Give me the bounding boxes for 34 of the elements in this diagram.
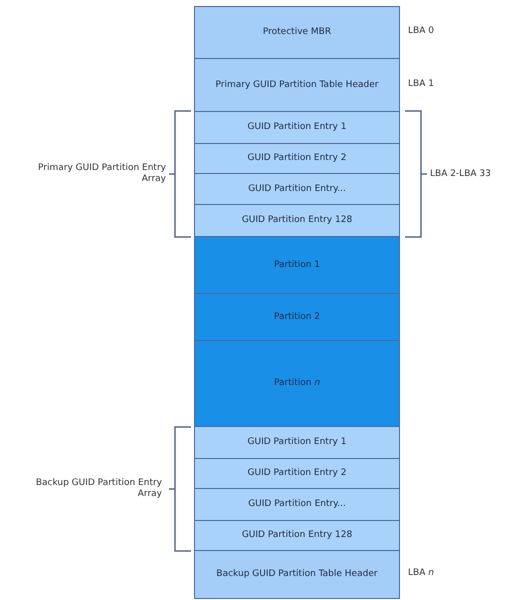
block-label: GUID Partition Entry 1 [246, 437, 348, 448]
block-label: Protective MBR [262, 27, 332, 38]
address-label: LBA 0 [408, 26, 434, 37]
table-block [194, 58, 400, 112]
partition-block [194, 236, 400, 294]
table-block [194, 550, 400, 599]
address-label: LBA 1 [408, 78, 434, 90]
table-block [194, 488, 400, 521]
block-label: GUID Partition Entry 2 [246, 153, 348, 164]
table-block [194, 458, 400, 489]
table-block [194, 204, 400, 237]
address-label: LBA n [408, 568, 434, 579]
block-label: GUID Partition Entry 128 [240, 215, 354, 226]
block-label: Backup GUID Partition Table Header [215, 569, 379, 580]
block-label: GUID Partition Entry 128 [240, 530, 354, 541]
block-label: GUID Partition Entry... [247, 499, 347, 510]
bracket-label: Primary GUID Partition Entry Array [37, 163, 166, 185]
table-block [194, 111, 400, 144]
block-label: Partition n [272, 378, 322, 389]
partition-block [194, 293, 400, 341]
table-block [194, 426, 400, 459]
table-block [194, 520, 400, 551]
table-block [194, 173, 400, 205]
table-block [194, 6, 400, 59]
table-block [194, 143, 400, 174]
block-label: Primary GUID Partition Table Header [214, 80, 380, 90]
partition-block [194, 340, 400, 427]
block-label: GUID Partition Entry... [247, 184, 347, 194]
address-label: LBA 2-LBA 33 [430, 169, 491, 180]
bracket-label: Backup GUID Partition Entry Array [34, 478, 162, 500]
block-label: Partition 2 [272, 312, 322, 322]
block-label: Partition 1 [272, 260, 322, 270]
block-label: GUID Partition Entry 1 [246, 122, 348, 133]
block-label: GUID Partition Entry 2 [246, 468, 348, 479]
